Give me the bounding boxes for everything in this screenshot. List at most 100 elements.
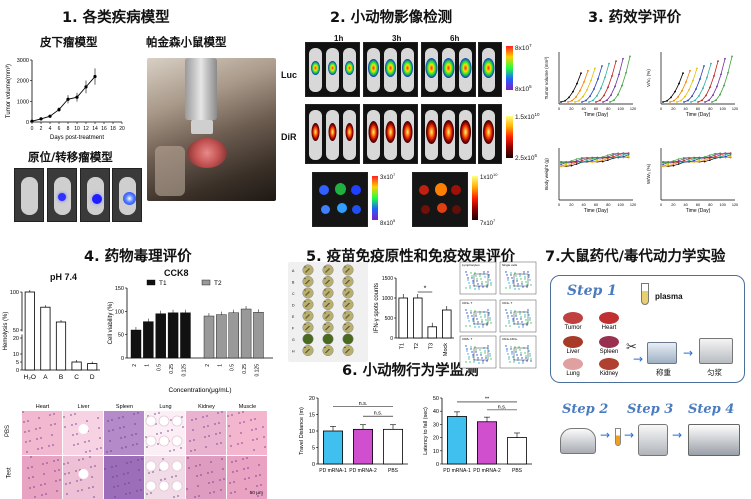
efficacy-point xyxy=(580,72,582,75)
efficacy-point xyxy=(590,79,592,82)
nucleus xyxy=(128,482,130,484)
spot xyxy=(325,294,327,296)
efficacy-point xyxy=(684,95,686,98)
x-tick-label: C xyxy=(74,374,79,381)
nucleus xyxy=(36,438,38,440)
nucleus xyxy=(242,458,244,460)
bodyweight-series xyxy=(662,152,731,163)
flow-event xyxy=(513,361,515,363)
efficacy-point xyxy=(666,99,668,102)
flow-event xyxy=(505,309,507,311)
flow-event xyxy=(478,326,480,328)
data-point xyxy=(75,95,79,99)
bodyweight-point xyxy=(667,163,669,166)
bodyweight-point xyxy=(662,161,664,164)
x-tick-label: PBS xyxy=(388,468,399,474)
nucleus xyxy=(53,413,55,415)
flow-event xyxy=(526,286,528,288)
plate-row-label: C xyxy=(292,292,295,296)
nucleus xyxy=(27,467,29,469)
flow-event xyxy=(469,287,471,289)
spot xyxy=(347,349,349,352)
spot xyxy=(308,302,310,305)
bodyweight-point xyxy=(698,157,701,159)
flow-event xyxy=(488,350,490,352)
nucleus xyxy=(208,482,210,484)
flow-event xyxy=(482,324,484,326)
nucleus xyxy=(99,437,101,439)
section-title-imaging: 2. 小动物影像检测 xyxy=(330,10,453,26)
nucleus xyxy=(75,470,77,472)
alveolus xyxy=(171,460,183,472)
nucleus xyxy=(89,456,91,458)
bodyweight-point xyxy=(575,159,578,162)
flow-event xyxy=(484,352,486,354)
efficacy-point xyxy=(560,101,562,103)
nucleus xyxy=(234,491,236,493)
flow-event xyxy=(521,281,523,283)
nucleus xyxy=(260,484,262,486)
nucleus xyxy=(248,477,250,479)
plasma-label: plasma xyxy=(655,292,683,301)
x-tick-label: A xyxy=(43,374,48,381)
nucleus xyxy=(64,473,66,475)
nucleus xyxy=(195,418,197,420)
nucleus xyxy=(54,470,56,472)
dir-signal xyxy=(311,123,320,141)
nucleus xyxy=(146,446,148,448)
spot xyxy=(304,312,306,314)
nucleus xyxy=(194,496,196,498)
flow-event xyxy=(525,319,527,321)
flow-event xyxy=(487,271,489,273)
nucleus xyxy=(230,492,232,494)
flow-event xyxy=(473,361,475,363)
nucleus xyxy=(59,479,61,481)
organ-label: Spleen xyxy=(600,349,619,355)
x-tick-label: 80 xyxy=(708,107,712,111)
nucleus xyxy=(96,448,98,450)
spot xyxy=(344,277,346,280)
nucleus xyxy=(261,494,263,496)
bodyweight-point xyxy=(586,158,588,160)
plate-row-label: G xyxy=(292,338,295,342)
x-tick-label: 0 xyxy=(660,107,662,111)
flow-event xyxy=(508,282,510,284)
dir-signal xyxy=(328,123,337,141)
spot xyxy=(348,325,350,328)
behavior-bar xyxy=(507,437,528,465)
flow-event xyxy=(529,355,531,357)
nucleus xyxy=(134,423,136,425)
bodyweight-point xyxy=(672,163,675,165)
nucleus xyxy=(136,490,138,492)
y-tick-label: 0 xyxy=(121,356,124,362)
nucleus xyxy=(86,420,88,422)
histology-tile xyxy=(104,411,144,455)
efficacy-point xyxy=(704,101,706,103)
subcutaneous-model-label: 皮下瘤模型 xyxy=(40,35,98,49)
flow-event xyxy=(487,309,489,311)
nucleus xyxy=(64,426,66,428)
bodyweight-point xyxy=(693,159,695,162)
flow-event xyxy=(507,317,509,319)
y-tick-label: 50 xyxy=(433,396,439,402)
efficacy-point xyxy=(586,89,588,91)
flow-event xyxy=(469,325,471,327)
flow-event xyxy=(527,309,529,311)
efficacy-series xyxy=(588,63,610,103)
flow-event xyxy=(518,346,520,348)
flow-event xyxy=(511,277,513,279)
legend-swatch xyxy=(201,279,211,286)
bodyweight-point xyxy=(586,161,588,163)
hemolysis-bar xyxy=(24,291,35,371)
balance-icon xyxy=(647,342,677,364)
x-axis-label: Concentration(μg/mL) xyxy=(169,387,232,394)
nucleus xyxy=(66,493,68,495)
y-axis-label: IFN-γ spots counts xyxy=(374,283,380,333)
efficacy-point xyxy=(677,96,679,98)
bodyweight-point xyxy=(607,154,609,156)
flow-event xyxy=(517,321,519,323)
efficacy-point xyxy=(595,101,597,103)
nucleus xyxy=(208,435,210,437)
flow-event xyxy=(475,315,477,317)
flow-event xyxy=(509,285,511,287)
